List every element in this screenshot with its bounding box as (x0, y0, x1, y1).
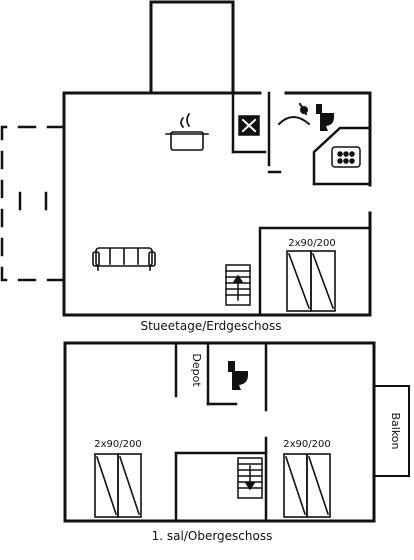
upper-interior-walls (174, 341, 268, 523)
upper-bed-right-label: 2x90/200 (283, 439, 330, 450)
stairs-down-icon (237, 457, 263, 499)
upper-outer-walls (63, 341, 376, 523)
ground-interior-walls (231, 91, 372, 317)
shower-icon (277, 102, 311, 126)
balcony (373, 385, 410, 477)
sofa-icon (92, 247, 156, 271)
washing-machine-icon (238, 115, 260, 136)
ground-outer-walls (62, 91, 372, 317)
stairs-up-icon (225, 264, 251, 306)
upper-floor-caption: 1. sal/Obergeschoss (152, 529, 273, 543)
upper-beds-left (94, 453, 142, 518)
ground-beds (286, 250, 336, 312)
ground-floor (0, 0, 372, 317)
upper-beds-right (283, 453, 331, 518)
top-annex-walls (149, 0, 235, 95)
stove-icon (331, 146, 361, 168)
balcony-label: Balkon (389, 412, 402, 449)
cooking-pot-icon (165, 112, 209, 151)
upper-toilet-icon (228, 361, 248, 390)
depot-label: Depot (190, 353, 203, 387)
dashed-carport-outline (0, 125, 66, 282)
upper-floor (63, 341, 410, 523)
toilet-icon (316, 104, 334, 131)
ground-bed-label: 2x90/200 (288, 238, 335, 249)
ground-floor-caption: Stueetage/Erdgeschoss (140, 319, 281, 333)
upper-bed-left-label: 2x90/200 (94, 439, 141, 450)
